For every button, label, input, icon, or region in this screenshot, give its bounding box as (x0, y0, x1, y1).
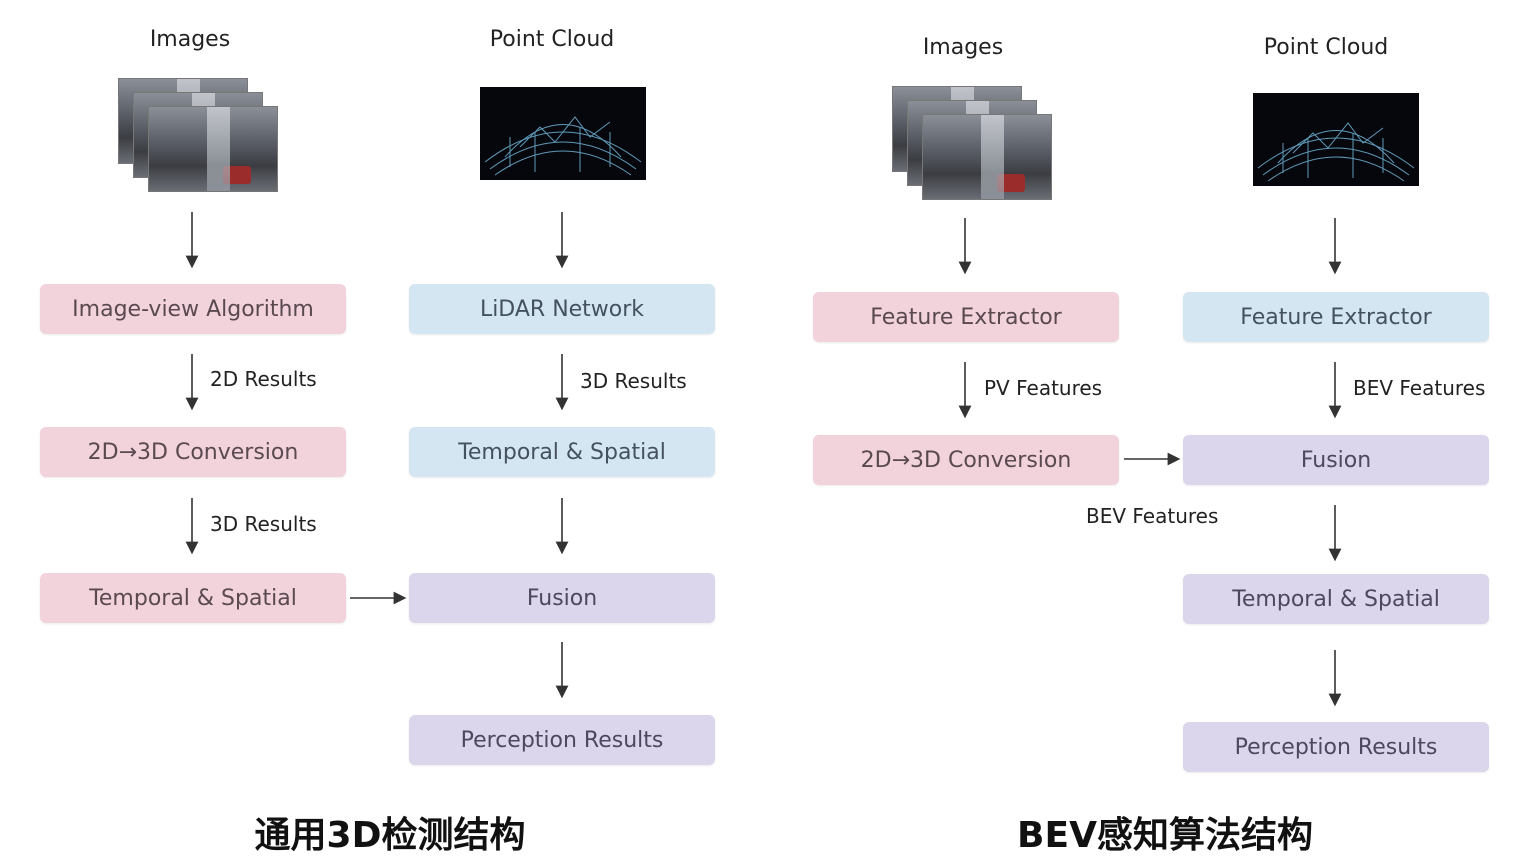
right-temporal-spatial-box: Temporal & Spatial (1183, 574, 1489, 624)
right-bev-features-label: BEV Features (1353, 376, 1486, 400)
left-images-label: Images (149, 27, 231, 52)
bev-features-conversion-label: BEV Features (1086, 504, 1219, 528)
left-2d-3d-conversion-box: 2D→3D Conversion (40, 427, 346, 477)
left-2d-results-label: 2D Results (210, 367, 317, 391)
right-pointcloud-label: Point Cloud (1263, 35, 1389, 60)
right-feature-extractor-lidar-box: Feature Extractor (1183, 292, 1489, 342)
left-fusion-box: Fusion (409, 573, 715, 623)
left-temporal-spatial-lidar-box: Temporal & Spatial (409, 427, 715, 477)
right-perception-results-box: Perception Results (1183, 722, 1489, 772)
right-2d-3d-conversion-box: 2D→3D Conversion (813, 435, 1119, 485)
right-images-label: Images (922, 35, 1004, 60)
right-caption: BEV感知算法结构 (1017, 815, 1313, 856)
left-camera-images-thumbnail (118, 78, 278, 193)
right-camera-images-thumbnail (892, 86, 1052, 201)
left-3d-results-label: 3D Results (210, 512, 317, 536)
left-temporal-spatial-camera-box: Temporal & Spatial (40, 573, 346, 623)
left-pointcloud-thumbnail (480, 87, 646, 180)
left-pointcloud-label: Point Cloud (489, 27, 615, 52)
right-pointcloud-thumbnail (1253, 93, 1419, 186)
right-feature-extractor-camera-box: Feature Extractor (813, 292, 1119, 342)
lidar-network-box: LiDAR Network (409, 284, 715, 334)
left-perception-results-box: Perception Results (409, 715, 715, 765)
pv-features-label: PV Features (984, 376, 1103, 400)
right-fusion-box: Fusion (1183, 435, 1489, 485)
left-caption: 通用3D检测结构 (254, 815, 526, 856)
image-view-algorithm-box: Image-view Algorithm (40, 284, 346, 334)
left-3d-results-label-right: 3D Results (580, 369, 687, 393)
